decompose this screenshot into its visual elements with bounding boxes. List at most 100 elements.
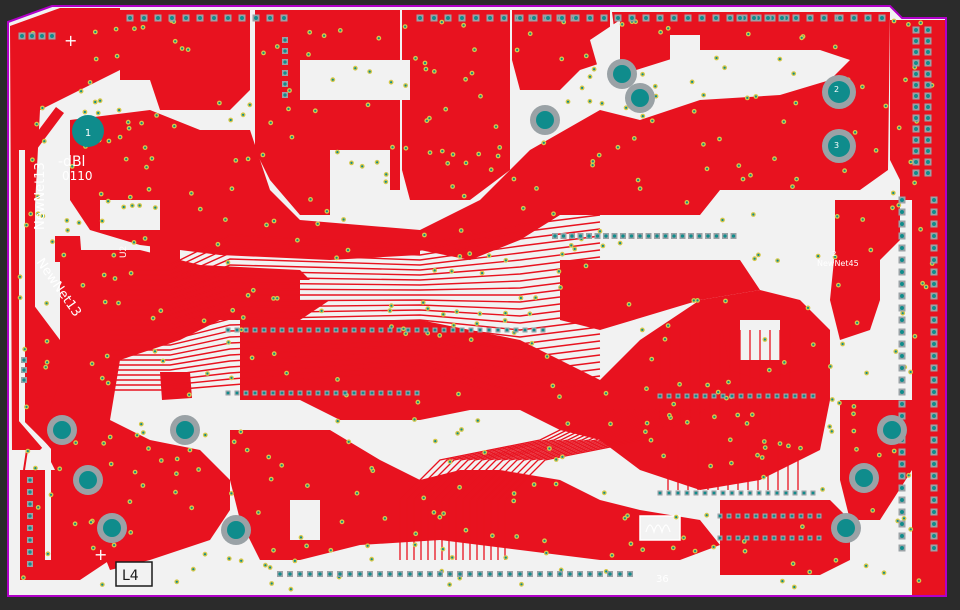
via-hole: [702, 143, 705, 146]
pad-hole: [914, 50, 918, 54]
pad-hole: [900, 210, 904, 214]
via-hole: [242, 316, 245, 319]
pad-hole: [283, 60, 287, 64]
via-hole: [112, 254, 115, 257]
via-hole: [581, 86, 584, 89]
signal-trace: [504, 409, 706, 560]
pad-hole: [518, 16, 522, 20]
board-outline: [7, 5, 947, 597]
pad-hole: [469, 328, 473, 332]
via-hole: [127, 121, 130, 124]
via-hole: [841, 342, 844, 346]
signal-trace: [455, 409, 657, 560]
pad-hole: [235, 328, 239, 332]
via-hole: [641, 328, 644, 331]
via-hole: [230, 376, 233, 379]
pad-hole: [442, 328, 446, 332]
pad-hole: [932, 366, 936, 370]
via-hole: [745, 422, 749, 425]
via-hole: [591, 164, 594, 167]
pad-hole: [932, 294, 936, 298]
pad-hole: [308, 572, 312, 576]
via-hole: [246, 449, 249, 452]
via-hole: [462, 24, 465, 27]
pad-hole: [728, 16, 732, 20]
via-hole: [558, 395, 561, 398]
via-hole: [892, 191, 895, 195]
via-hole: [391, 146, 394, 149]
via-hole: [641, 73, 644, 76]
via-hole: [130, 272, 133, 275]
pad-hole: [240, 16, 244, 20]
via-hole: [696, 299, 699, 302]
pad-hole: [280, 391, 284, 395]
pad-hole: [932, 234, 936, 238]
via-hole: [773, 157, 776, 160]
via-hole: [791, 185, 794, 188]
via-hole: [856, 321, 859, 324]
via-hole: [240, 559, 243, 562]
via-hole: [18, 275, 22, 278]
via-hole: [270, 478, 273, 481]
via-hole: [46, 361, 49, 364]
via-hole: [619, 242, 622, 245]
via-hole: [762, 476, 765, 479]
via-hole: [588, 75, 592, 78]
via-hole: [107, 381, 110, 385]
via-hole: [781, 580, 784, 583]
via-hole: [598, 154, 601, 157]
pad-hole: [226, 391, 230, 395]
via-hole: [288, 89, 291, 92]
pad-hole: [932, 546, 936, 550]
via-hole: [757, 253, 760, 256]
signal-trace: [490, 409, 692, 560]
pad-hole: [618, 572, 622, 576]
pad-hole: [900, 498, 904, 502]
via-hole: [678, 383, 681, 386]
signal-trace: [476, 409, 678, 560]
pad-hole: [424, 328, 428, 332]
via-hole: [31, 158, 34, 161]
via-hole: [463, 195, 466, 198]
pad-rows: [18, 14, 938, 577]
pad-hole: [415, 391, 419, 395]
pad-hole: [900, 270, 904, 274]
via-hole: [515, 535, 518, 538]
via-hole: [242, 113, 245, 116]
via-hole: [737, 164, 740, 167]
pad-hole: [298, 328, 302, 332]
pad-hole: [932, 522, 936, 526]
via-hole: [428, 151, 432, 154]
via-hole: [101, 219, 104, 223]
pad-hole: [518, 572, 522, 576]
via-hole: [451, 153, 455, 156]
signal-trace: [110, 242, 601, 286]
pad-hole: [900, 366, 904, 370]
via-hole: [464, 529, 467, 532]
pad-hole: [900, 294, 904, 298]
via-hole: [504, 312, 507, 315]
via-hole: [92, 546, 95, 550]
pad-hole: [428, 572, 432, 576]
via-hole: [706, 383, 709, 387]
silk-polarity-mark: +: [94, 545, 107, 564]
via-hole: [650, 358, 653, 361]
via-hole: [566, 422, 569, 425]
via-hole: [626, 514, 629, 517]
pad-hole: [712, 394, 716, 398]
via-hole: [909, 160, 912, 164]
pad-hole: [460, 328, 464, 332]
via-hole: [426, 307, 429, 310]
pad-hole: [926, 116, 930, 120]
pad-hole: [587, 234, 591, 238]
via-hole: [390, 81, 393, 84]
via-hole: [129, 531, 132, 534]
via-hole: [229, 118, 232, 122]
via-hole: [639, 187, 642, 190]
pad-hole: [689, 234, 693, 238]
signal-trace: [110, 228, 601, 276]
large-pad-hole: [227, 521, 245, 539]
via-hole: [272, 297, 275, 300]
via-hole: [713, 415, 716, 418]
via-hole: [309, 198, 312, 201]
